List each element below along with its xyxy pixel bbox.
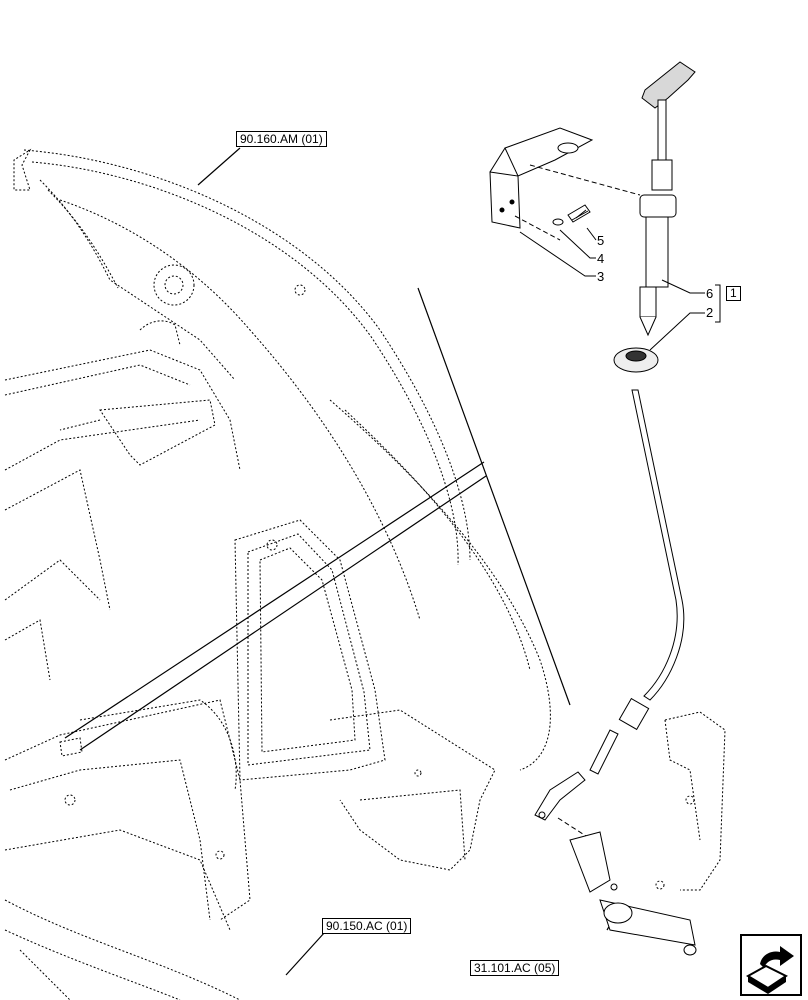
callout-item-3: 3 bbox=[597, 269, 605, 284]
reference-label-cab-floor[interactable]: 90.150.AC (01) bbox=[322, 918, 412, 934]
assembly-axis bbox=[529, 164, 641, 196]
callout-item-4: 4 bbox=[597, 251, 605, 266]
reference-label-fender[interactable]: 90.160.AM (01) bbox=[236, 131, 327, 147]
control-cable-assembly bbox=[534, 61, 696, 821]
mounting-bracket bbox=[489, 127, 594, 229]
callout-item-2: 2 bbox=[706, 305, 714, 320]
lock-washer bbox=[552, 218, 564, 226]
reference-label-linkage[interactable]: 31.101.AC (05) bbox=[470, 960, 560, 976]
callout-item-1-kit: 1 bbox=[726, 286, 741, 301]
callout-leaders bbox=[519, 227, 721, 351]
cab-structure-outline bbox=[4, 148, 551, 1000]
pivot-shaft bbox=[569, 831, 697, 956]
callout-item-5: 5 bbox=[597, 233, 605, 248]
callout-item-6: 6 bbox=[706, 286, 714, 301]
bolt bbox=[567, 204, 591, 223]
next-page-arrow-icon bbox=[746, 946, 794, 994]
section-leader-lines bbox=[64, 147, 619, 976]
next-page-button[interactable] bbox=[740, 934, 802, 996]
linkage-lever bbox=[655, 711, 726, 891]
